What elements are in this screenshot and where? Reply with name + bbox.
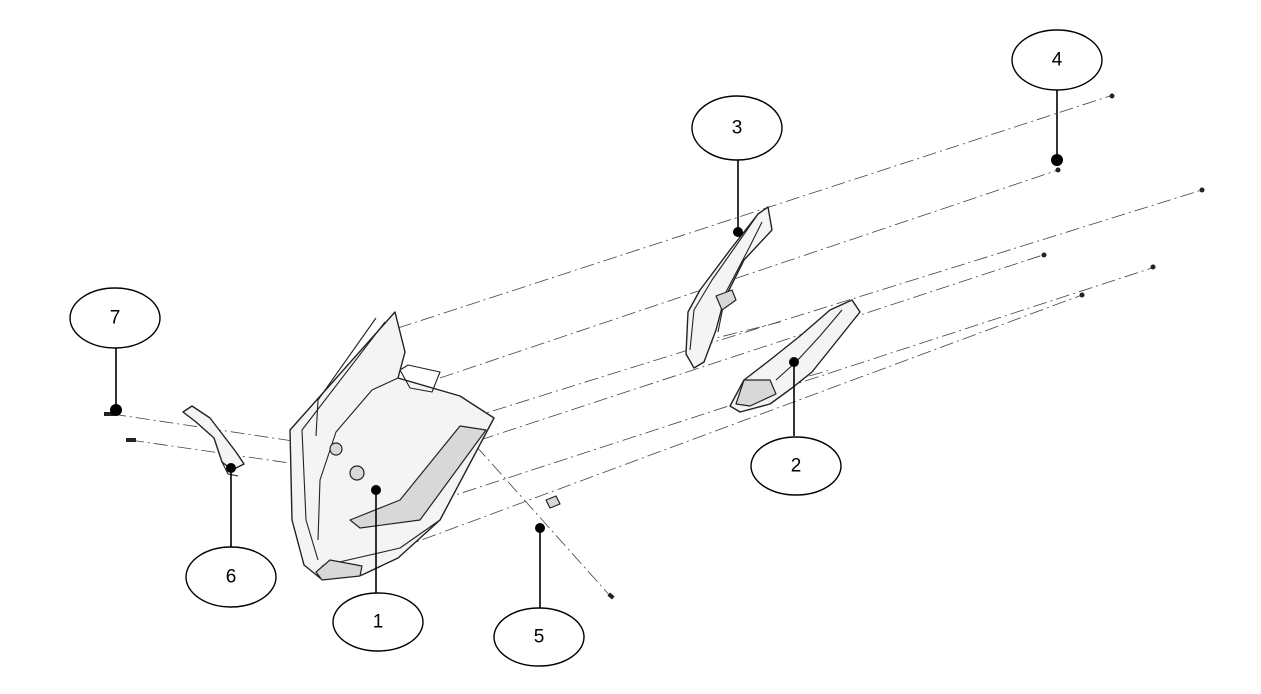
part-2-lower-housing [729, 299, 861, 413]
callout-5-label: 5 [534, 627, 545, 648]
callout-4: 4 [1011, 29, 1103, 91]
callout-5: 5 [493, 607, 585, 667]
callout-3-label: 3 [732, 118, 743, 139]
callout-2: 2 [750, 436, 842, 496]
part-1-front-cowl [289, 311, 495, 581]
callout-6-label: 6 [226, 567, 237, 588]
part-6-bracket [182, 405, 245, 477]
callout-7-label: 7 [110, 308, 121, 329]
callout-7: 7 [69, 287, 161, 349]
callout-leaders [110, 90, 1063, 610]
callout-3: 3 [691, 95, 783, 161]
callout-2-label: 2 [791, 456, 802, 477]
part-3-upper-housing [685, 206, 773, 369]
callout-4-label: 4 [1052, 50, 1063, 71]
callout-6: 6 [185, 546, 277, 608]
callout-1-label: 1 [373, 612, 384, 633]
assembly-lines [111, 95, 1203, 599]
part-5-clip [545, 495, 561, 509]
screws [104, 93, 1205, 600]
callout-1: 1 [332, 592, 424, 652]
